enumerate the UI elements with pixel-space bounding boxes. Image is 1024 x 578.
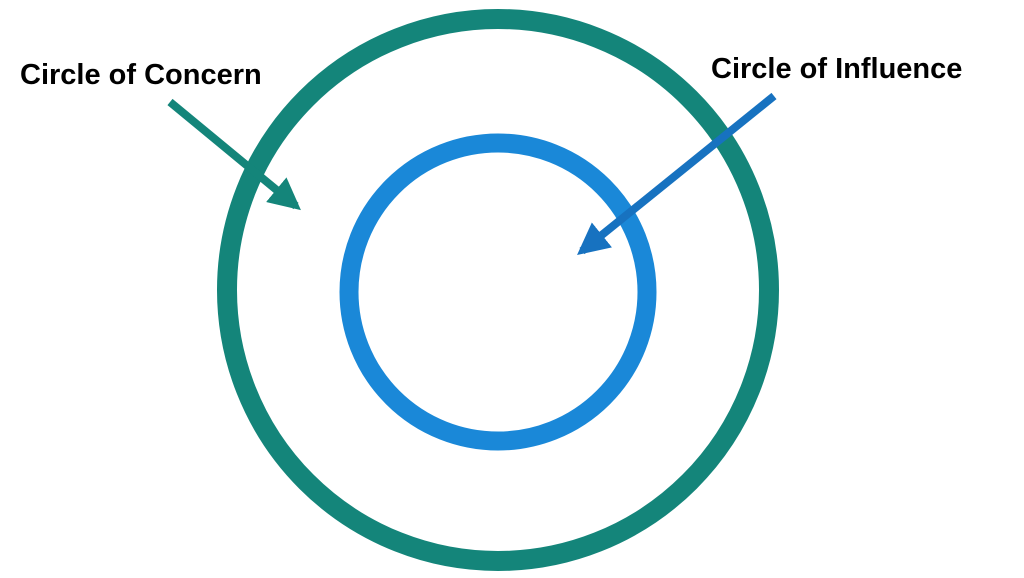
- circle-of-concern-label: Circle of Concern: [20, 59, 262, 91]
- circle-of-concern: [217, 9, 779, 571]
- circle-of-influence-label: Circle of Influence: [711, 53, 963, 85]
- influence-arrow: [577, 92, 777, 256]
- concern-arrow: [167, 98, 301, 211]
- circle-of-influence: [339, 133, 657, 451]
